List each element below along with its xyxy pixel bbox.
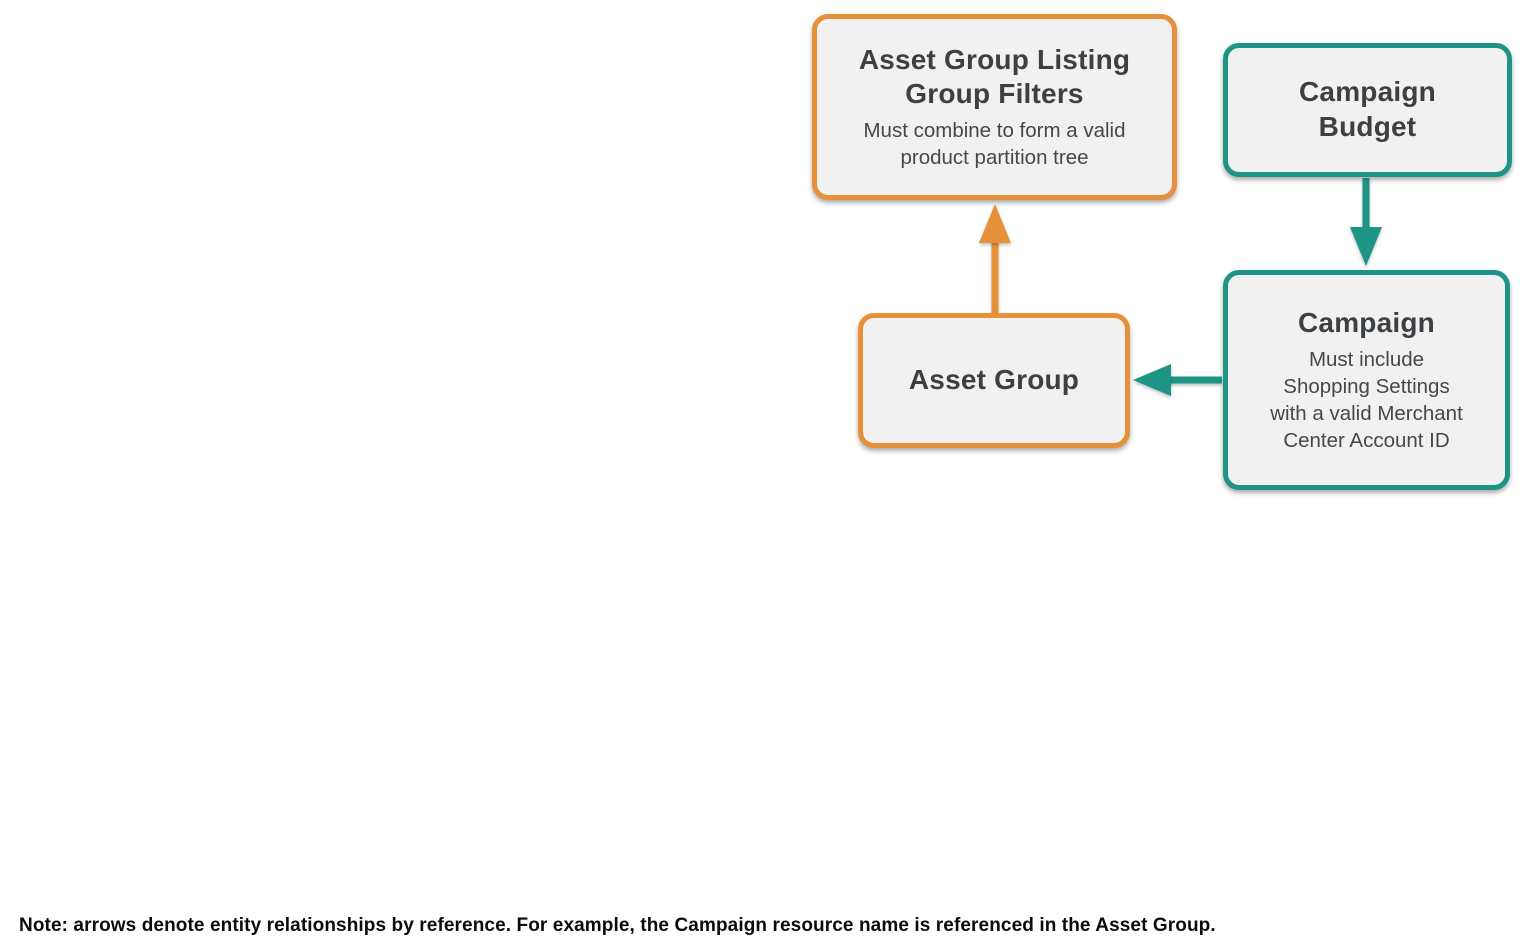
node-title: Asset Group Listing Group Filters xyxy=(858,43,1131,110)
arrow-campaign-budget-to-campaign xyxy=(1350,178,1382,266)
node-campaign-budget: Campaign Budget xyxy=(1223,43,1512,177)
node-subtitle: Must combine to form a valid product par… xyxy=(863,119,1126,170)
node-asset-group-listing-group-filters: Asset Group Listing Group Filters Must c… xyxy=(812,14,1177,200)
arrow-asset-group-to-listing-group-filters xyxy=(979,204,1011,313)
footnote: Note: arrows denote entity relationships… xyxy=(19,915,1216,936)
node-subtitle: Must include Shopping Settings with a va… xyxy=(1270,347,1463,452)
node-asset-group: Asset Group xyxy=(858,313,1130,448)
node-title: Campaign xyxy=(1298,307,1435,339)
arrow-campaign-to-asset-group xyxy=(1133,364,1222,396)
node-title: Asset Group xyxy=(908,364,1080,396)
node-campaign: Campaign Must include Shopping Settings … xyxy=(1223,270,1510,490)
node-title: Campaign Budget xyxy=(1299,76,1436,142)
